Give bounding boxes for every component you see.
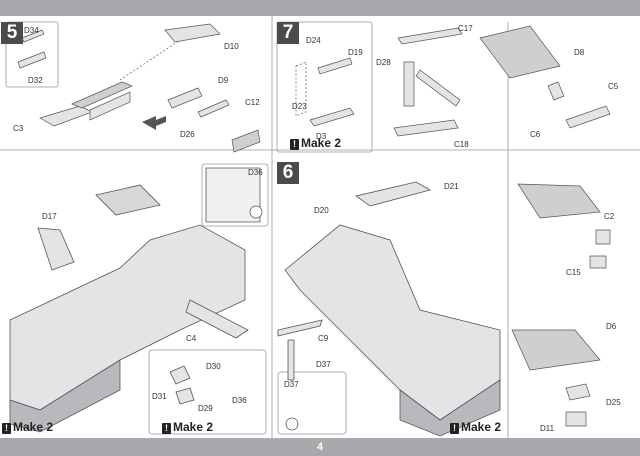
part-C2 [595, 229, 611, 245]
exclamation-icon: ! [450, 423, 459, 434]
label-D19: D19 [348, 48, 363, 57]
label-D37-main: D37 [316, 360, 331, 369]
part-D8-assembly [479, 25, 561, 79]
exclamation-icon: ! [290, 139, 299, 150]
label-C12: C12 [245, 98, 260, 107]
label-D17: D17 [42, 212, 57, 221]
step-number-7: 7 [277, 22, 299, 44]
label-D28: D28 [376, 58, 391, 67]
part-D19 [317, 57, 353, 75]
label-D36-top: D36 [248, 168, 263, 177]
part-C6 [565, 105, 611, 129]
part-C9 [277, 319, 323, 337]
make-2-note-step5: !Make 2 [2, 420, 53, 434]
make-2-note-step6: !Make 2 [450, 420, 501, 434]
part-C3 [39, 105, 93, 127]
part-C18 [393, 119, 459, 137]
label-D6: D6 [606, 322, 617, 331]
direction-arrow [142, 116, 166, 130]
part-D11 [565, 411, 587, 427]
label-D26: D26 [180, 130, 195, 139]
label-D31: D31 [152, 392, 167, 401]
step7-subbox [276, 21, 373, 153]
part-frame [71, 81, 133, 109]
make-2-text: Make 2 [173, 420, 214, 434]
label-C3: C3 [13, 124, 24, 133]
part-D29 [175, 387, 195, 405]
label-C5: C5 [608, 82, 619, 91]
label-D8: D8 [574, 48, 585, 57]
make-2-note-subassembly: !Make 2 [162, 420, 213, 434]
page-number: 4 [316, 441, 324, 453]
label-D9: D9 [218, 76, 229, 85]
part-top-block [95, 184, 161, 216]
label-C18: C18 [454, 140, 469, 149]
part-D10 [164, 23, 221, 43]
part-C4 [185, 299, 249, 339]
part-D32 [17, 51, 47, 69]
label-D24: D24 [306, 36, 321, 45]
part-C12 [231, 129, 261, 153]
label-D32: D32 [28, 76, 43, 85]
make-2-text: Make 2 [13, 420, 54, 434]
hull-side-6 [399, 379, 501, 437]
bottom-bar: 4 [0, 438, 640, 456]
part-D8 [547, 81, 565, 101]
part-D25 [565, 383, 591, 401]
step5-subbox [5, 21, 59, 88]
step-number-6: 6 [277, 162, 299, 184]
label-D36-bottom: D36 [232, 396, 247, 405]
label-D20: D20 [314, 206, 329, 215]
assembly-D6 [511, 329, 601, 371]
step6-detail-box [277, 371, 347, 435]
part-D17 [37, 227, 75, 271]
label-D10: D10 [224, 42, 239, 51]
label-C2: C2 [604, 212, 615, 221]
part-D37 [287, 339, 295, 381]
part-cylinder [415, 69, 461, 107]
make-2-text: Make 2 [461, 420, 502, 434]
label-C17: C17 [458, 24, 473, 33]
label-C15: C15 [566, 268, 581, 277]
part-D3 [309, 107, 355, 127]
part-D34 [21, 29, 45, 43]
label-D21: D21 [444, 182, 459, 191]
part-C17 [397, 27, 463, 45]
exclamation-icon: ! [2, 423, 11, 434]
label-D30: D30 [206, 362, 221, 371]
part-D28 [403, 61, 415, 107]
label-D11: D11 [540, 424, 555, 433]
part-D9 [167, 87, 203, 109]
label-D34: D34 [24, 26, 39, 35]
label-C9: C9 [318, 334, 329, 343]
part-D21 [355, 181, 432, 207]
magnify-icon-2 [285, 417, 299, 431]
part-frame-lower [89, 91, 131, 121]
label-D25: D25 [606, 398, 621, 407]
make-2-note-step7: !Make 2 [290, 136, 341, 150]
guide-line [119, 39, 181, 81]
step5-sub-assembly-box [148, 349, 267, 435]
part-C15 [589, 255, 607, 269]
exclamation-icon: ! [162, 423, 171, 434]
top-bar [0, 0, 640, 16]
label-D3: D3 [316, 132, 327, 141]
label-D23: D23 [292, 102, 307, 111]
assembly-C2 [517, 183, 601, 219]
label-C4: C4 [186, 334, 197, 343]
label-C6: C6 [530, 130, 541, 139]
part-D26 [197, 99, 230, 118]
make-2-text: Make 2 [301, 136, 342, 150]
magnify-icon-1 [249, 205, 263, 219]
step-number-5: 5 [1, 22, 23, 44]
label-D37-detail: D37 [284, 380, 299, 389]
label-D29: D29 [198, 404, 213, 413]
part-D30 [169, 365, 191, 385]
step5-detail-box [201, 163, 269, 227]
